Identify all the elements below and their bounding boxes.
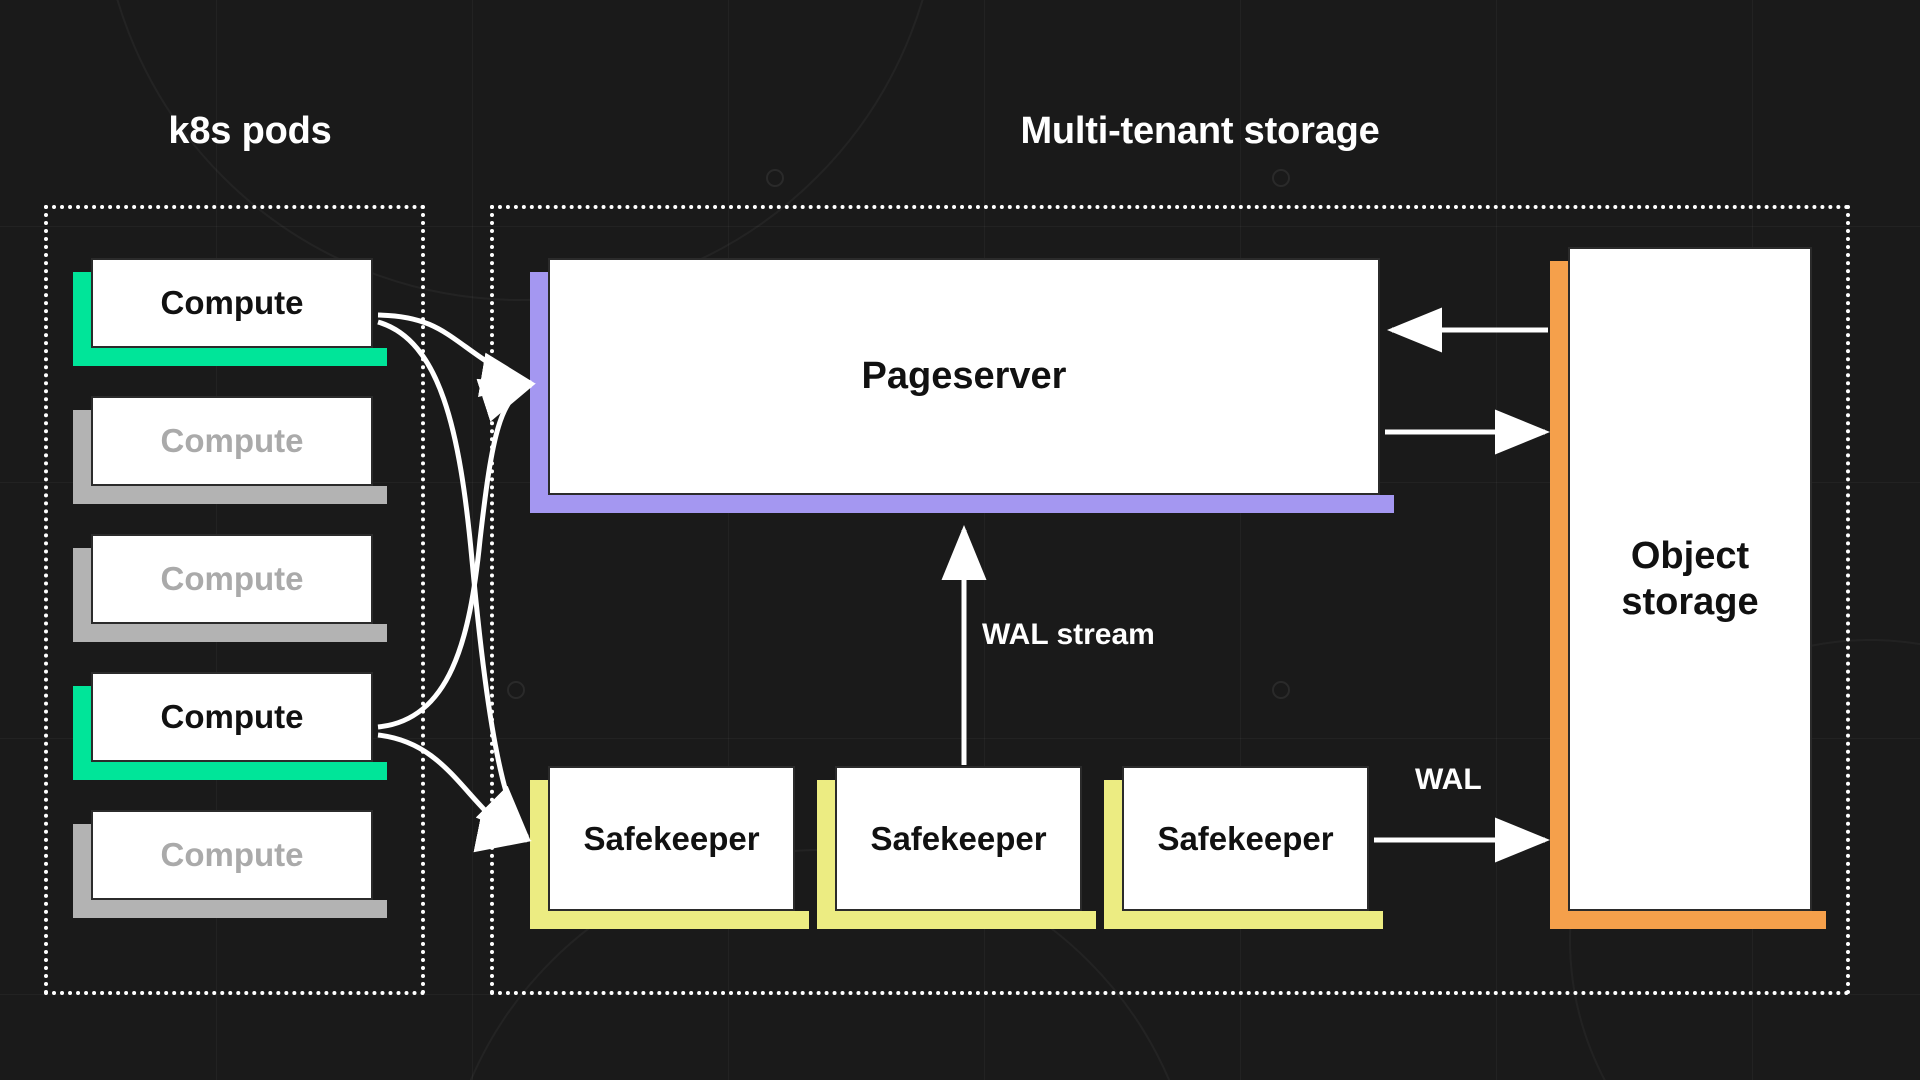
object-storage-accent-bottom [1550, 911, 1826, 929]
compute-accent-bottom-1 [73, 348, 387, 366]
edge-label-wal: WAL [1415, 763, 1482, 796]
safekeeper-label-2: Safekeeper [835, 766, 1082, 911]
object-storage-accent-left [1550, 261, 1568, 929]
pageserver-accent-left [530, 272, 548, 513]
edge-label-wal-stream: WAL stream [982, 618, 1155, 651]
compute-label-5: Compute [91, 810, 373, 900]
compute-node-1[interactable]: Compute [73, 258, 387, 366]
group-title-multi-tenant-storage: Multi-tenant storage [1020, 110, 1380, 152]
compute-accent-bottom-3 [73, 624, 387, 642]
compute-accent-left-3 [73, 548, 91, 642]
compute-label-1: Compute [91, 258, 373, 348]
compute-accent-bottom-4 [73, 762, 387, 780]
safekeeper-node-3[interactable]: Safekeeper [1104, 766, 1383, 929]
pageserver-node[interactable]: Pageserver [530, 258, 1394, 513]
compute-accent-bottom-2 [73, 486, 387, 504]
group-title-k8s-pods: k8s pods [168, 110, 332, 152]
safekeeper-accent-bottom-1 [530, 911, 809, 929]
safekeeper-node-1[interactable]: Safekeeper [530, 766, 809, 929]
pageserver-label: Pageserver [548, 258, 1380, 495]
compute-accent-bottom-5 [73, 900, 387, 918]
object-storage-node[interactable]: Object storage [1550, 247, 1826, 929]
safekeeper-node-2[interactable]: Safekeeper [817, 766, 1096, 929]
safekeeper-accent-left-1 [530, 780, 548, 929]
safekeeper-accent-bottom-2 [817, 911, 1096, 929]
compute-label-4: Compute [91, 672, 373, 762]
safekeeper-accent-left-2 [817, 780, 835, 929]
compute-node-5[interactable]: Compute [73, 810, 387, 918]
compute-label-2: Compute [91, 396, 373, 486]
compute-node-3[interactable]: Compute [73, 534, 387, 642]
compute-accent-left-4 [73, 686, 91, 780]
compute-accent-left-5 [73, 824, 91, 918]
safekeeper-accent-left-3 [1104, 780, 1122, 929]
object-storage-label-line2: storage [1621, 581, 1759, 623]
pageserver-accent-bottom [530, 495, 1394, 513]
safekeeper-label-1: Safekeeper [548, 766, 795, 911]
object-storage-label-line1: Object [1630, 534, 1750, 577]
compute-node-2[interactable]: Compute [73, 396, 387, 504]
compute-label-3: Compute [91, 534, 373, 624]
compute-accent-left-1 [73, 272, 91, 366]
safekeeper-label-3: Safekeeper [1122, 766, 1369, 911]
compute-accent-left-2 [73, 410, 91, 504]
safekeeper-accent-bottom-3 [1104, 911, 1383, 929]
object-storage-label: Object storage [1568, 247, 1812, 911]
compute-node-4[interactable]: Compute [73, 672, 387, 780]
